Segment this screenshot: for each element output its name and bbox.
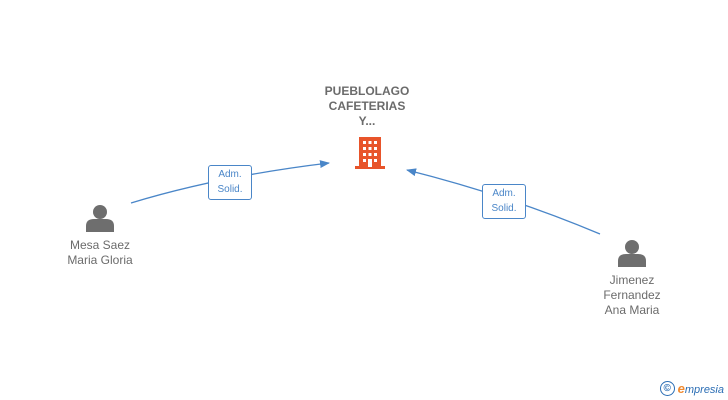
edge-label-line: Solid. xyxy=(217,184,243,195)
company-name-line: CAFETERIAS xyxy=(328,99,406,113)
person-name-line: Ana Maria xyxy=(604,303,660,317)
person-name-jimenez[interactable]: Jimenez Fernandez Ana Maria xyxy=(582,273,682,318)
person-name-line: Maria Gloria xyxy=(67,253,133,267)
person-name-mesa[interactable]: Mesa Saez Maria Gloria xyxy=(50,238,150,268)
copyright-icon: © xyxy=(659,381,675,396)
person-icon[interactable] xyxy=(86,205,114,232)
edge-label-line: Solid. xyxy=(491,203,517,214)
person-icon[interactable] xyxy=(618,240,646,267)
footer-brand[interactable]: © empresia xyxy=(659,381,724,396)
brand-logo-e: e xyxy=(677,381,685,396)
company-name-line: Y... xyxy=(358,114,376,128)
building-icon[interactable] xyxy=(355,137,385,169)
company-name-line: PUEBLOLAGO xyxy=(324,84,410,98)
company-name[interactable]: PUEBLOLAGO CAFETERIAS Y... xyxy=(296,84,438,129)
edge-label-mesa[interactable]: Adm. Solid. xyxy=(208,165,252,200)
person-name-line: Fernandez xyxy=(603,288,661,302)
edge-label-jimenez[interactable]: Adm. Solid. xyxy=(482,184,526,219)
edge-label-line: Adm. xyxy=(218,169,242,180)
brand-logo: empresia xyxy=(678,381,724,396)
person-name-line: Mesa Saez xyxy=(69,238,131,252)
person-name-line: Jimenez xyxy=(609,273,655,287)
brand-logo-rest: mpresia xyxy=(684,384,724,396)
edge-label-line: Adm. xyxy=(492,188,516,199)
